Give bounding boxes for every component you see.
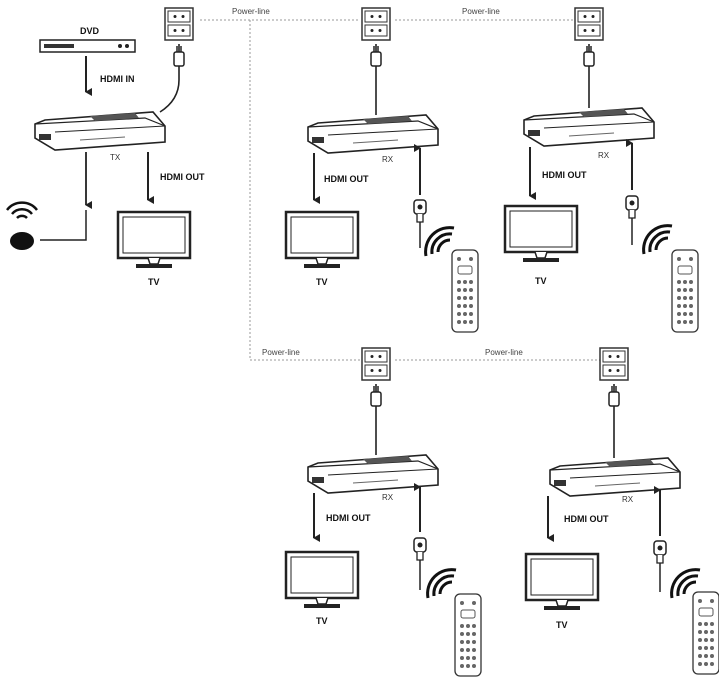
- rx-1-unit-icon: [307, 114, 439, 154]
- rx-3-ir-sensor-icon: [413, 537, 427, 561]
- dvd-label: DVD: [80, 26, 100, 36]
- rx-2-hdmi-out-label: HDMI OUT: [542, 170, 587, 180]
- rx-2-ir-sensor-icon: [625, 195, 639, 219]
- tx-label: TX: [110, 153, 121, 162]
- rx-1-tv-label: TV: [316, 277, 328, 287]
- receiver-4-group: RX HDMI OUT TV: [524, 384, 719, 675]
- receiver-2-group: RX HDMI OUT TV: [503, 44, 699, 333]
- rx-3-hdmi-out-label: HDMI OUT: [326, 513, 371, 523]
- dvd-player-icon: [39, 39, 136, 53]
- power-line-network: [200, 19, 600, 361]
- power-outlet-rx-2: [574, 7, 604, 41]
- rx-4-hdmi-out-label: HDMI OUT: [564, 514, 609, 524]
- rx-3-tv-label: TV: [316, 616, 328, 626]
- transmitter-group: DVD HDMI IN TX HDMI OUT TV: [6, 26, 205, 287]
- power-line-label-2: Power-line: [462, 7, 500, 16]
- rx-2-tv-icon: [503, 204, 579, 262]
- rx-1-remote-icon: [451, 249, 479, 333]
- rx-3-tv-icon: [284, 550, 360, 608]
- power-outlet-rx-1: [361, 7, 391, 41]
- rx-2-signal-waves-icon: [642, 224, 674, 256]
- tx-unit-icon: [34, 111, 166, 151]
- ir-emitter-icon: [10, 232, 34, 250]
- tx-tv-icon: [116, 210, 192, 268]
- rx-1-signal-waves-icon: [424, 226, 456, 258]
- rx-3-label: RX: [382, 493, 394, 502]
- rx-1-hdmi-out-label: HDMI OUT: [324, 174, 369, 184]
- rx-4-tv-label: TV: [556, 620, 568, 630]
- tx-hdmi-out-label: HDMI OUT: [160, 172, 205, 182]
- rx-4-tv-icon: [524, 552, 600, 610]
- power-line-label-4: Power-line: [485, 348, 523, 357]
- rx-4-label: RX: [622, 495, 634, 504]
- rx-1-ir-sensor-icon: [413, 199, 427, 223]
- receiver-3-group: RX HDMI OUT TV: [284, 384, 482, 677]
- power-line-label-1: Power-line: [232, 7, 270, 16]
- receiver-1-group: RX HDMI OUT TV: [284, 44, 479, 333]
- tx-tv-label: TV: [148, 277, 160, 287]
- rx-4-ir-sensor-icon: [653, 540, 667, 564]
- rx-4-remote-icon: [692, 591, 719, 675]
- rx-2-remote-icon: [671, 249, 699, 333]
- power-outlet-rx-4: [599, 347, 629, 381]
- rx-3-remote-icon: [454, 593, 482, 677]
- rx-2-label: RX: [598, 151, 610, 160]
- rx-2-tv-label: TV: [535, 276, 547, 286]
- hdmi-in-label: HDMI IN: [100, 74, 135, 84]
- rx-1-label: RX: [382, 155, 394, 164]
- rx-3-signal-waves-icon: [426, 568, 458, 600]
- power-outlet-tx: [164, 7, 194, 41]
- rx-1-tv-icon: [284, 210, 360, 268]
- power-line-label-3: Power-line: [262, 348, 300, 357]
- tx-wifi-waves-icon: [6, 201, 38, 219]
- rx-3-unit-icon: [307, 454, 439, 494]
- power-outlet-rx-3: [361, 347, 391, 381]
- rx-2-unit-icon: [523, 107, 655, 147]
